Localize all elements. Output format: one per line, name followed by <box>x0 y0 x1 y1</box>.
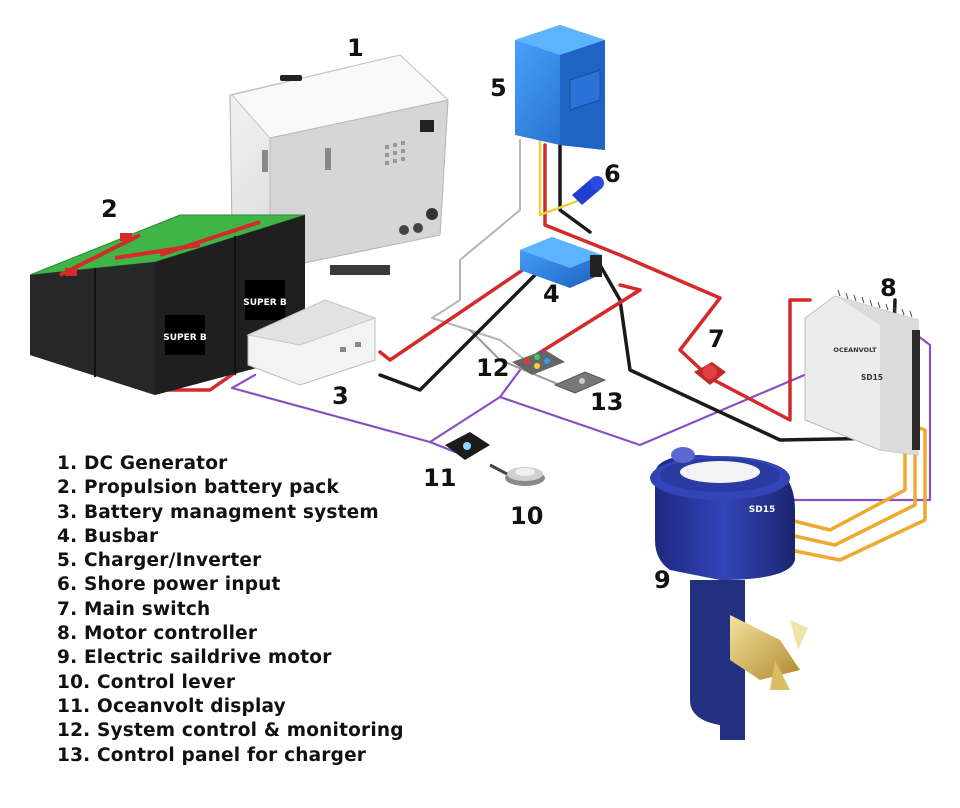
number-label-6: 6 <box>604 160 621 188</box>
legend-item: 12. System control & monitoring <box>57 720 404 742</box>
legend-item: 1. DC Generator <box>57 453 228 474</box>
charger-inverter <box>515 25 605 150</box>
oceanvolt-display <box>445 432 490 460</box>
legend-item: 11. Oceanvolt display <box>57 695 286 717</box>
battery-pack: SUPER B SUPER B <box>29 214 306 395</box>
legend-item: 2. Propulsion battery pack <box>57 477 339 499</box>
system-control-monitoring <box>512 350 565 375</box>
busbar <box>520 237 602 288</box>
legend-item: 4. Busbar <box>57 525 159 547</box>
controller-model-label: SD15 <box>861 373 883 382</box>
control-lever <box>489 463 545 486</box>
battery-brand-2: SUPER B <box>243 298 287 308</box>
legend-item: 9. Electric saildrive motor <box>57 647 332 669</box>
number-label-4: 4 <box>543 280 560 308</box>
legend-item: 13. Control panel for charger <box>57 744 367 766</box>
charger-control-panel <box>553 371 607 394</box>
battery-brand-1: SUPER B <box>163 333 207 343</box>
component-legend: 1. DC Generator 2. Propulsion battery pa… <box>57 452 404 768</box>
legend-item: 3. Battery managment system <box>57 501 379 523</box>
legend-item: 7. Main switch <box>57 598 211 620</box>
number-label-1: 1 <box>347 34 364 62</box>
number-label-3: 3 <box>332 382 349 410</box>
positive-cable <box>148 143 812 422</box>
shore-power-input <box>572 176 604 205</box>
legend-item: 5. Charger/Inverter <box>57 550 262 572</box>
number-label-13: 13 <box>590 388 624 416</box>
legend-item: 6. Shore power input <box>57 574 281 596</box>
number-label-9: 9 <box>654 566 671 594</box>
number-label-8: 8 <box>880 274 897 302</box>
data-bus-cable <box>230 328 932 502</box>
main-switch <box>694 362 726 385</box>
number-label-10: 10 <box>510 502 544 530</box>
battery-management-system <box>246 299 377 386</box>
data-bus-cable-display <box>428 368 522 454</box>
number-label-11: 11 <box>423 464 457 492</box>
controller-brand-label: OCEANVOLT <box>833 346 877 354</box>
motor-model-label: SD15 <box>749 505 775 515</box>
number-label-7: 7 <box>708 325 725 353</box>
grey-cable-2 <box>469 329 561 386</box>
legend-item: 8. Motor controller <box>57 623 258 645</box>
number-label-5: 5 <box>490 74 507 102</box>
charger-yellow-cable <box>538 138 582 217</box>
grey-cable <box>431 139 526 361</box>
number-label-2: 2 <box>101 195 118 223</box>
legend-item: 10. Control lever <box>57 671 236 693</box>
electric-saildrive-motor: SD15 <box>650 447 808 740</box>
number-label-12: 12 <box>476 354 510 382</box>
motor-controller: OCEANVOLT SD15 <box>804 289 920 456</box>
